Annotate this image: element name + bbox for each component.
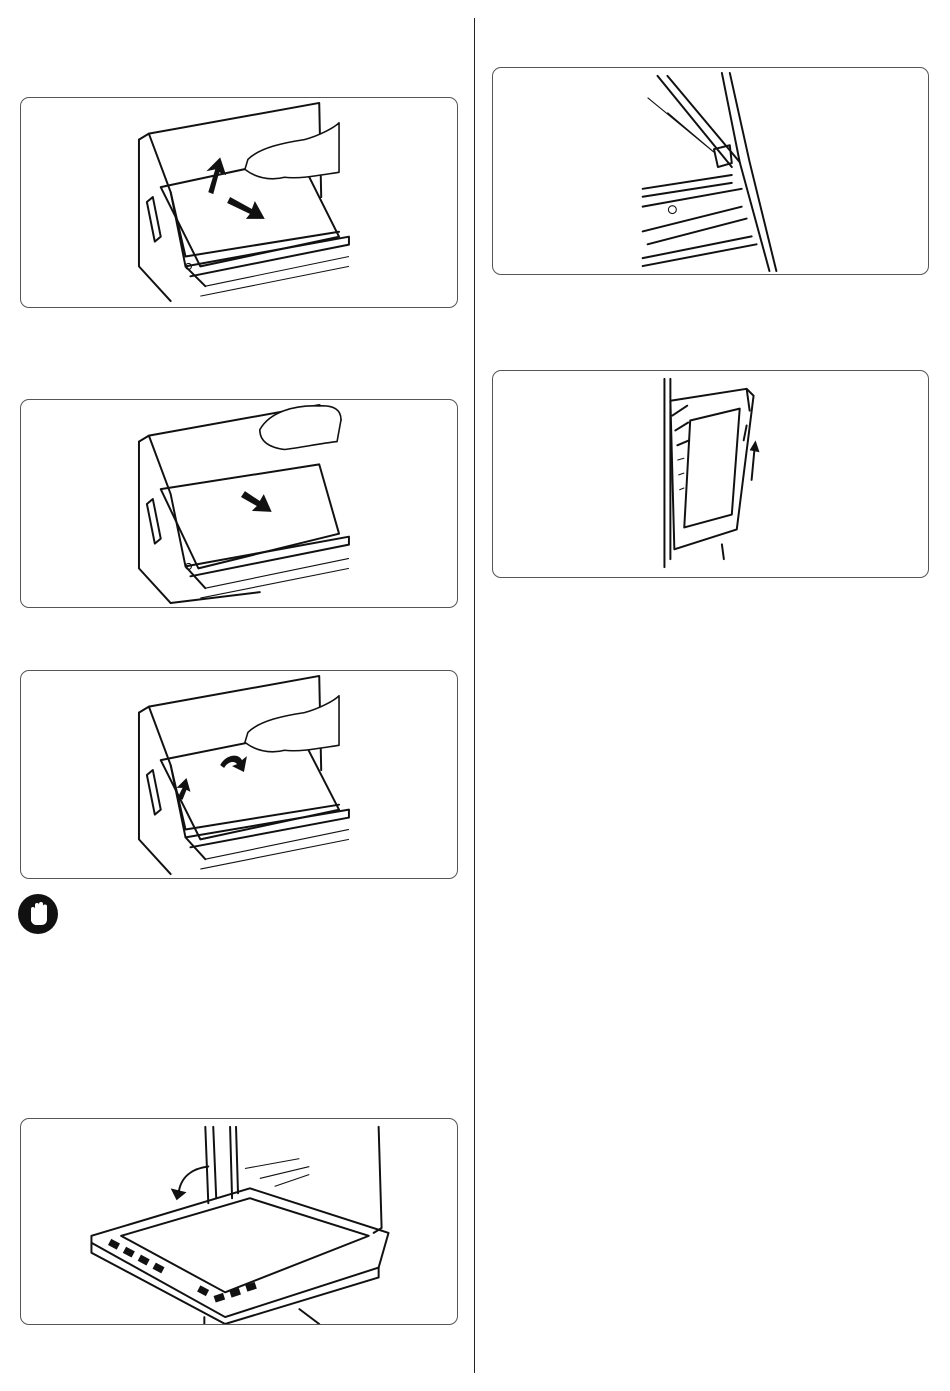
figure-door-close bbox=[492, 370, 929, 578]
refit-curve-arrow-icon bbox=[220, 756, 247, 772]
stop-hand-icon bbox=[18, 894, 58, 934]
oven-door-glass-refit-illustration bbox=[21, 671, 457, 878]
rotate-arrow-icon bbox=[179, 1167, 209, 1194]
oven-door-removal-illustration bbox=[21, 1119, 457, 1324]
figure-glass-pull-out bbox=[20, 399, 458, 608]
figure-glass-lift bbox=[20, 97, 458, 308]
figure-door-open-flat bbox=[20, 1118, 458, 1325]
door-closing-illustration bbox=[493, 371, 928, 577]
refit-up-arrow-icon bbox=[177, 778, 191, 800]
oven-door-glass-pull-illustration bbox=[21, 400, 457, 607]
figure-glass-refit bbox=[20, 670, 458, 879]
door-hinge-illustration bbox=[493, 68, 928, 274]
column-divider bbox=[474, 18, 475, 1373]
pull-arrow-icon bbox=[227, 197, 265, 219]
oven-door-glass-lift-illustration bbox=[21, 98, 457, 307]
figure-hinge-detail bbox=[492, 67, 929, 275]
up-arrow-icon bbox=[750, 440, 760, 452]
pull-out-arrow-icon bbox=[241, 491, 272, 512]
